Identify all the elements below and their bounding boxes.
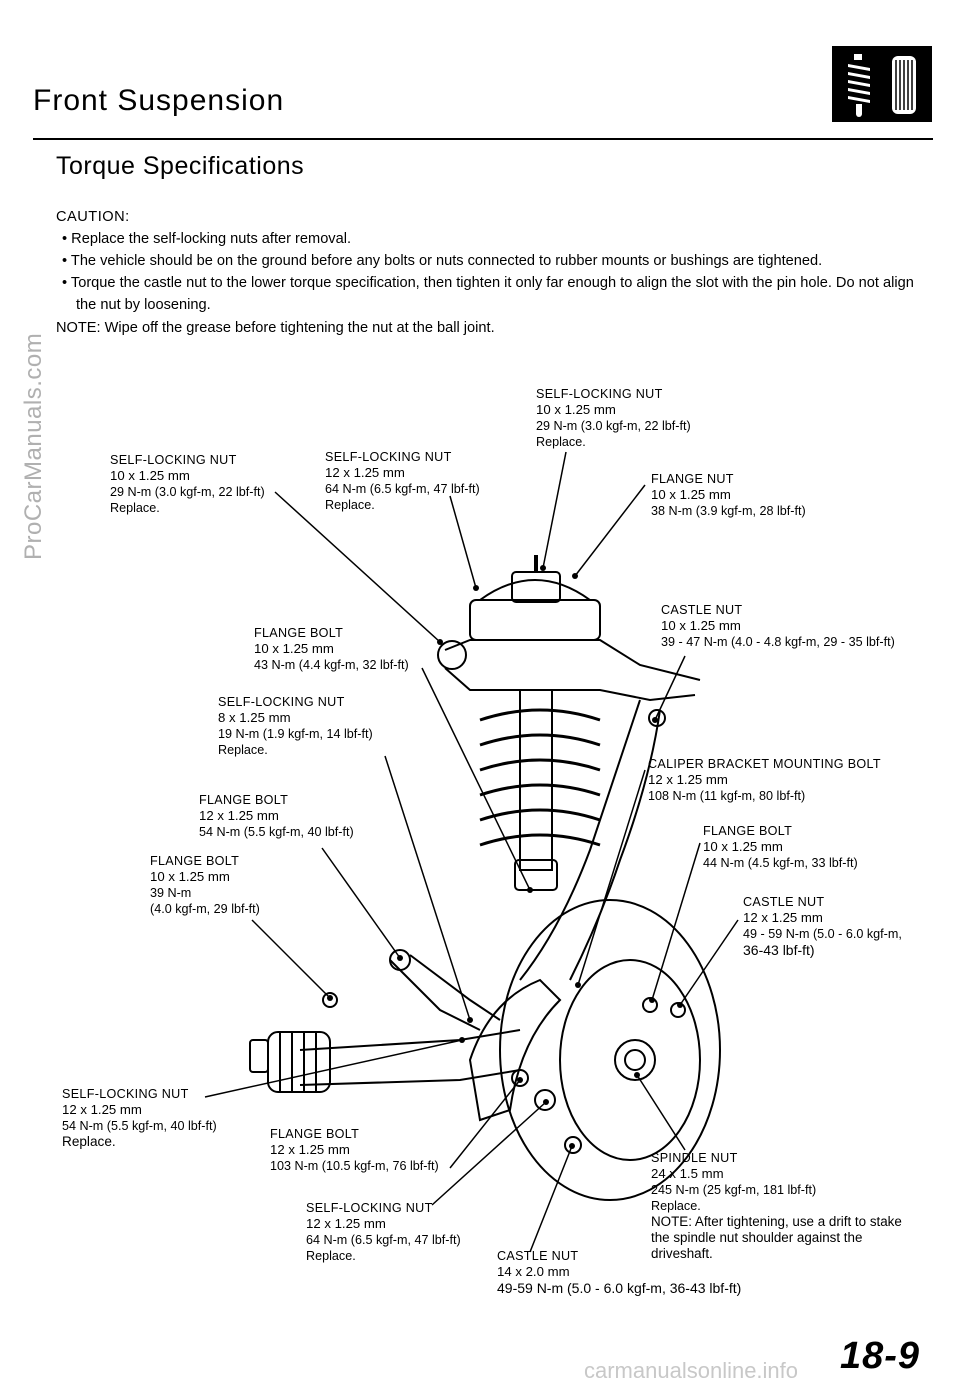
side-watermark: ProCarManuals.com <box>20 332 47 560</box>
callout-flange-bolt-caliper: FLANGE BOLT 12 x 1.25 mm 103 N-m (10.5 k… <box>270 1127 439 1173</box>
callout-flange-nut-top: FLANGE NUT 10 x 1.25 mm 38 N-m (3.9 kgf-… <box>651 472 806 518</box>
callout-self-locking-nut-strut-mount: SELF-LOCKING NUT 12 x 1.25 mm 64 N-m (6.… <box>325 450 480 512</box>
callout-castle-nut-upper: CASTLE NUT 10 x 1.25 mm 39 - 47 N-m (4.0… <box>661 603 895 649</box>
callout-flange-bolt-radius-rod: FLANGE BOLT 12 x 1.25 mm 54 N-m (5.5 kgf… <box>199 793 354 839</box>
callout-self-locking-nut-lower: SELF-LOCKING NUT 12 x 1.25 mm 64 N-m (6.… <box>306 1201 461 1263</box>
section-title: Torque Specifications <box>56 152 305 180</box>
bottom-watermark: carmanualsonline.info <box>584 1358 799 1383</box>
caution-heading: CAUTION: <box>56 209 130 225</box>
title-divider <box>33 138 933 140</box>
caution-item: • Torque the castle nut to the lower tor… <box>62 275 914 313</box>
caution-item: • The vehicle should be on the ground be… <box>62 253 823 269</box>
page-number: 18-9 <box>840 1335 921 1377</box>
callout-self-locking-nut-radius-rod: SELF-LOCKING NUT 12 x 1.25 mm 54 N-m (5.… <box>62 1087 217 1149</box>
callout-castle-nut-tie-rod: CASTLE NUT 12 x 1.25 mm 49 - 59 N-m (5.0… <box>743 895 902 958</box>
caution-block: CAUTION: • Replace the self-locking nuts… <box>56 206 926 316</box>
note-text: NOTE: Wipe off the grease before tighten… <box>56 320 495 336</box>
callout-spindle-nut: SPINDLE NUT 24 x 1.5 mm 245 N-m (25 kgf-… <box>651 1151 902 1261</box>
callout-flange-bolt-lower-arm: FLANGE BOLT 10 x 1.25 mm 39 N-m (4.0 kgf… <box>150 854 260 916</box>
callout-flange-bolt-damper: FLANGE BOLT 10 x 1.25 mm 43 N-m (4.4 kgf… <box>254 626 409 672</box>
page-title: Front Suspension <box>33 84 285 117</box>
caution-item: • Replace the self-locking nuts after re… <box>62 231 352 247</box>
callout-flange-bolt-disc: FLANGE BOLT 10 x 1.25 mm 44 N-m (4.5 kgf… <box>703 824 858 870</box>
callout-self-locking-nut-top: SELF-LOCKING NUT 10 x 1.25 mm 29 N-m (3.… <box>536 387 691 449</box>
callout-castle-nut-lower-ball-joint: CASTLE NUT 14 x 2.0 mm 49-59 N-m (5.0 - … <box>497 1249 742 1296</box>
callout-self-locking-nut-upper-arm: SELF-LOCKING NUT 10 x 1.25 mm 29 N-m (3.… <box>110 453 265 515</box>
shock-absorber-icon <box>832 46 932 122</box>
callout-self-locking-nut-stabilizer: SELF-LOCKING NUT 8 x 1.25 mm 19 N-m (1.9… <box>218 695 373 757</box>
callout-caliper-bracket-bolt: CALIPER BRACKET MOUNTING BOLT 12 x 1.25 … <box>648 757 881 803</box>
